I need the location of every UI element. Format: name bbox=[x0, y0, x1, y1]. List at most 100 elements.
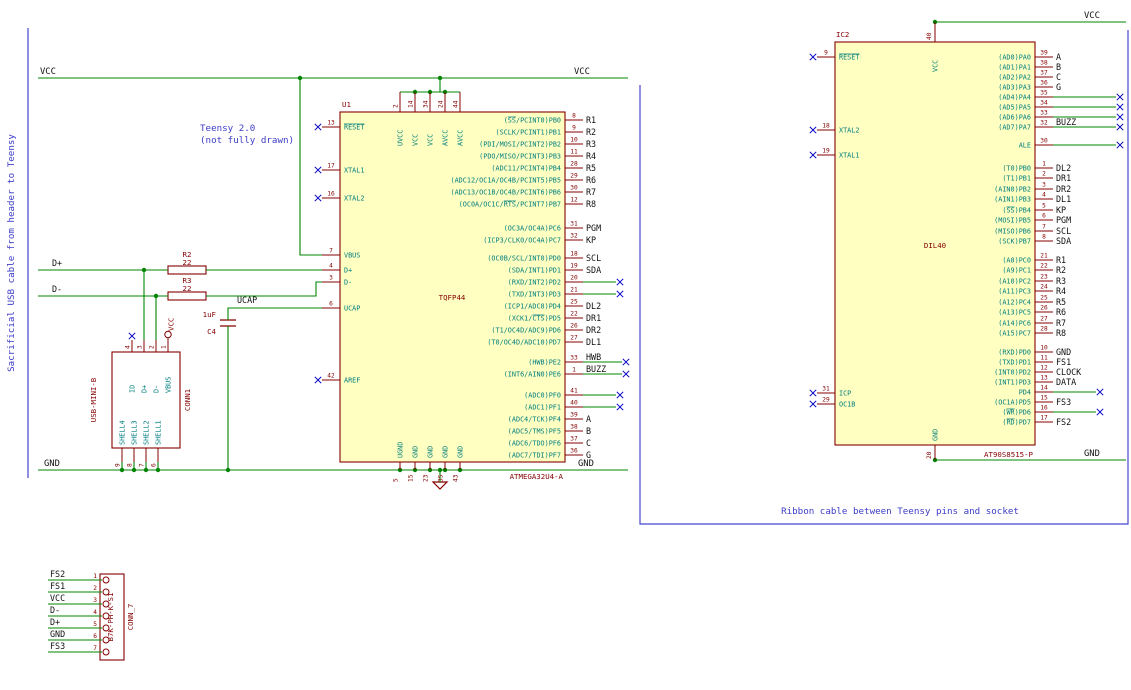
pin-name: (ADC5/TMS)PF5 bbox=[508, 428, 561, 436]
pin-name: (ADC13/OC1B/OC4B/PCINT6)PB6 bbox=[451, 189, 562, 197]
pin-number: 17 bbox=[327, 163, 335, 170]
net-label-DL1: DL1 bbox=[1056, 194, 1071, 204]
pin-name: (MISO)PB6 bbox=[994, 228, 1031, 236]
net-label-R6: R6 bbox=[586, 175, 596, 185]
net-label-FS3: FS3 bbox=[1056, 397, 1071, 407]
net-label-R4: R4 bbox=[586, 151, 596, 161]
net-label-FS1: FS1 bbox=[1056, 357, 1071, 367]
pin-number: 6 bbox=[151, 463, 158, 467]
pin-number: 2 bbox=[149, 345, 156, 349]
pin-name: (AD5)PA5 bbox=[998, 104, 1031, 112]
no-connect-x bbox=[128, 332, 136, 340]
pin-name: (INT0)PD2 bbox=[994, 369, 1031, 377]
pin-number: 4 bbox=[1042, 192, 1046, 199]
net-label-DR1: DR1 bbox=[586, 313, 601, 323]
wire bbox=[299, 78, 322, 256]
no-connect-x bbox=[809, 53, 817, 61]
pin-number: 36 bbox=[570, 448, 578, 455]
pin-name: (T1)PB1 bbox=[1002, 175, 1031, 183]
no-connect-x bbox=[1096, 388, 1104, 396]
pin-name: SHELL4 bbox=[119, 420, 127, 445]
no-connect-x bbox=[1116, 141, 1124, 149]
net-label-R1: R1 bbox=[1056, 255, 1066, 265]
pin-name: VBUS bbox=[165, 377, 173, 393]
no-connect-x bbox=[809, 400, 817, 408]
pin-number: 19 bbox=[822, 148, 830, 155]
pin-number: 20 bbox=[926, 451, 933, 459]
pin-number: 28 bbox=[1040, 326, 1048, 333]
gnd-label-ic2: GND bbox=[1084, 449, 1100, 459]
net-label-DL2: DL2 bbox=[1056, 163, 1071, 173]
pin-name: (OC0B/SCL/INT0)PD0 bbox=[487, 255, 561, 263]
pin-name: (ADC7/TDI)PF7 bbox=[508, 452, 561, 460]
pin-name: (A15)PC7 bbox=[998, 330, 1031, 338]
pin-name: (RXD/INT2)PD2 bbox=[508, 279, 561, 287]
usb-value: USB-MINI-B bbox=[89, 377, 98, 422]
pin-number: 13 bbox=[1040, 375, 1048, 382]
pin-name: (XCK1/CTS)PD5 bbox=[508, 315, 561, 323]
pin-number: 26 bbox=[1040, 305, 1048, 312]
pin-number: 14 bbox=[1040, 385, 1048, 392]
pin-number: 10 bbox=[1040, 345, 1048, 352]
pin-name: (AD4)PA4 bbox=[998, 94, 1031, 102]
pin-name: UVCC bbox=[397, 130, 405, 146]
pin-number: 41 bbox=[570, 388, 578, 395]
net-label-ucap: UCAP bbox=[237, 295, 257, 305]
pin-name: (A11)PC3 bbox=[998, 288, 1031, 296]
pin-number: 26 bbox=[570, 323, 578, 330]
ic2-body bbox=[834, 41, 1036, 446]
no-connect-x bbox=[314, 123, 322, 131]
conn7-value: B7K-PH-K-S1 bbox=[106, 593, 115, 642]
pin-name: (SDA/INT1)PD1 bbox=[508, 267, 561, 275]
pin-name: (INT1)PD3 bbox=[994, 379, 1031, 387]
net-label-D+: D+ bbox=[50, 617, 60, 627]
pin-name: (ADC11/PCINT4)PB4 bbox=[491, 165, 561, 173]
pin-number: 23 bbox=[1040, 274, 1048, 281]
pin-number: 12 bbox=[570, 197, 578, 204]
no-connect-x bbox=[809, 151, 817, 159]
u1-reference: U1 bbox=[342, 100, 351, 109]
conn7-pad bbox=[102, 588, 110, 596]
pin-name: (OC3A/OC4A)PC6 bbox=[504, 225, 561, 233]
net-label-KP: KP bbox=[586, 235, 596, 245]
pin-name: (ADC4/TCK)PF4 bbox=[508, 416, 561, 424]
pin-name: SHELL1 bbox=[155, 420, 163, 445]
pin-name: (AD1)PA1 bbox=[998, 64, 1031, 72]
pin-name: SHELL3 bbox=[131, 420, 139, 445]
net-label-CLOCK: CLOCK bbox=[1056, 367, 1082, 377]
pin-number: 4 bbox=[329, 263, 333, 270]
pin-name: AREF bbox=[344, 377, 360, 385]
net-label-R8: R8 bbox=[586, 199, 596, 209]
pin-number: 32 bbox=[570, 233, 578, 240]
net-label-DL1: DL1 bbox=[586, 337, 601, 347]
junction-dot bbox=[437, 467, 443, 473]
pin-number: 16 bbox=[327, 191, 335, 198]
net-label-R7: R7 bbox=[1056, 318, 1066, 328]
pin-number: 3 bbox=[137, 345, 144, 349]
right-sheet-border bbox=[639, 30, 1129, 525]
note-sacrificial-usb: Sacrificial USB cable from header to Tee… bbox=[6, 134, 17, 372]
no-connect-x bbox=[1116, 103, 1124, 111]
pin-number: 25 bbox=[1040, 295, 1048, 302]
pin-name: (AIN0)PB2 bbox=[994, 186, 1031, 194]
no-connect-x bbox=[1116, 93, 1124, 101]
pin-name: UGND bbox=[397, 442, 405, 458]
pin-name: VCC bbox=[412, 134, 420, 146]
pin-number: 37 bbox=[1040, 70, 1048, 77]
r3-body bbox=[167, 291, 207, 301]
pin-name: (AD3)PA3 bbox=[998, 84, 1031, 92]
no-connect-x bbox=[622, 358, 630, 366]
pin-number: 10 bbox=[570, 137, 578, 144]
net-label-A: A bbox=[1056, 52, 1061, 62]
pin-name: XTAL1 bbox=[839, 152, 859, 160]
pin-name: XTAL1 bbox=[344, 167, 364, 175]
pin-number: 13 bbox=[327, 120, 335, 127]
pin-name: OC1B bbox=[839, 401, 855, 409]
pin-name: (OC0A/OC1C/RTS/PCINT7)PB7 bbox=[459, 201, 561, 209]
pin-number: 15 bbox=[1040, 395, 1048, 402]
net-label-SCL: SCL bbox=[586, 253, 601, 263]
pin-number: 7 bbox=[329, 248, 333, 255]
pin-name: ID bbox=[129, 385, 137, 393]
pin-number: 35 bbox=[1040, 90, 1048, 97]
